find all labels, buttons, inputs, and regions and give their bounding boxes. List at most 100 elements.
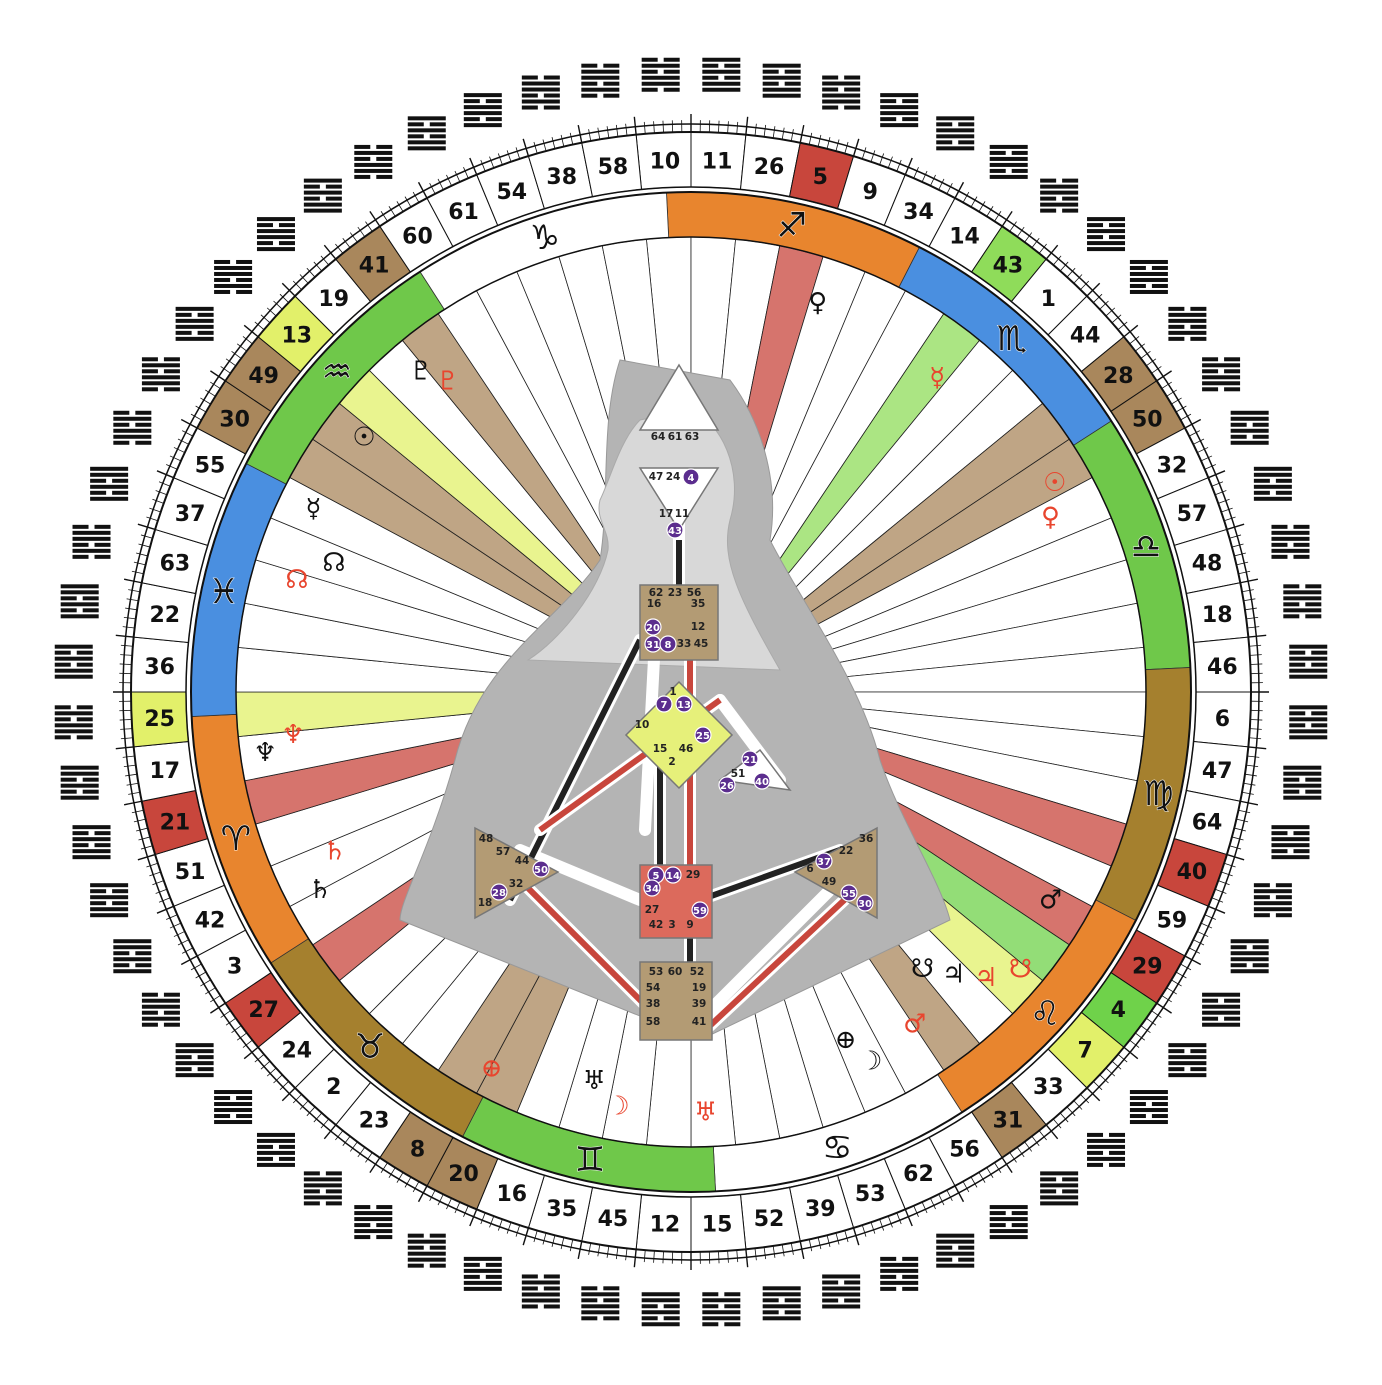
hexagram-52: [762, 1286, 801, 1321]
hexagram-41: [303, 178, 342, 213]
gate-number-33: 33: [1033, 1075, 1064, 1100]
gate-number-41: 41: [359, 254, 390, 279]
head-center: [638, 363, 720, 431]
planet-glyph-14: ♅: [583, 1066, 606, 1096]
planet-glyphs: ♀☿☉♀♂☋♃♃☋♂☽⊕♅☽♅⊕♄♄♆♆☊☊☿☉♇♇: [254, 288, 1067, 1128]
hexagram-44: [1129, 259, 1168, 294]
gate-number-48: 48: [1192, 552, 1223, 577]
planet-glyph-16: ♄: [309, 875, 332, 905]
hexagram-5: [822, 75, 861, 110]
center-gate-16: 16: [647, 598, 662, 610]
gate-number-1: 1: [1041, 287, 1056, 312]
zodiac-sign-1: ♏: [997, 319, 1027, 359]
hexagram-2: [256, 1132, 295, 1167]
center-gate-5: 5: [653, 871, 660, 882]
zodiac-sign-6: ♊: [575, 1140, 605, 1180]
planet-glyph-18: ♆: [254, 738, 277, 768]
zodiac-sign-5: ♋: [822, 1128, 852, 1168]
center-gate-45: 45: [694, 638, 709, 650]
activated-gate-marker: [753, 772, 771, 790]
zodiac-sign-4: ♌: [1030, 994, 1060, 1034]
hexagram-33: [1087, 1132, 1126, 1167]
center-gate-57: 57: [496, 846, 511, 858]
gate-number-17: 17: [149, 759, 180, 784]
planet-glyph-6: ♃: [974, 963, 997, 993]
activated-gate-marker: [666, 521, 684, 539]
center-gate-52: 52: [690, 966, 705, 978]
hexagram-18: [1283, 584, 1322, 619]
hexagram-43: [1040, 178, 1079, 213]
center-gate-48: 48: [479, 833, 494, 845]
hexagram-26: [762, 63, 801, 98]
gate-number-2: 2: [326, 1075, 341, 1100]
hexagram-14: [989, 144, 1028, 179]
hexagram-31: [1040, 1171, 1079, 1206]
hexagram-45: [581, 1286, 620, 1321]
gate-number-52: 52: [754, 1207, 785, 1232]
center-gate-15: 15: [653, 743, 668, 755]
activated-gate-marker: [815, 852, 833, 870]
hexagram-29: [1202, 992, 1241, 1027]
zodiac-sign-0: ♐: [777, 206, 807, 246]
activated-gate-marker: [682, 468, 700, 486]
gate-number-12: 12: [650, 1212, 681, 1237]
center-gate-44: 44: [515, 855, 530, 867]
center-gate-13: 13: [677, 700, 691, 711]
center-gate-30: 30: [858, 899, 872, 910]
gate-number-50: 50: [1132, 407, 1163, 432]
gate-number-32: 32: [1157, 454, 1188, 479]
gate-number-56: 56: [949, 1137, 980, 1162]
gate-number-30: 30: [219, 407, 250, 432]
center-gate-55: 55: [842, 889, 856, 900]
gate-number-64: 64: [1192, 810, 1223, 835]
gate-number-40: 40: [1177, 860, 1208, 885]
center-gate-43: 43: [668, 526, 682, 537]
center-gate-46: 46: [679, 743, 694, 755]
gate-number-34: 34: [903, 200, 934, 225]
gate-number-31: 31: [993, 1108, 1024, 1133]
gate-number-21: 21: [160, 810, 191, 835]
hexagram-57: [1253, 466, 1292, 501]
center-gate-17: 17: [659, 508, 674, 520]
planet-glyph-11: ⊕: [835, 1025, 857, 1055]
activated-gate-marker: [718, 776, 736, 794]
activated-gate-marker: [675, 695, 693, 713]
center-gate-37: 37: [817, 857, 831, 868]
planet-glyph-22: ☿: [306, 494, 322, 524]
center-gate-6: 6: [806, 863, 813, 875]
activated-gate-marker: [664, 866, 682, 884]
planet-glyph-10: ☽: [859, 1047, 882, 1077]
hexagram-4: [1168, 1043, 1207, 1078]
hexagram-12: [641, 1292, 680, 1327]
center-gate-41: 41: [692, 1016, 707, 1028]
gate-number-47: 47: [1202, 759, 1233, 784]
gate-number-20: 20: [448, 1162, 479, 1187]
hexagram-48: [1271, 524, 1310, 559]
zodiac-sign-9: ♓: [209, 572, 239, 612]
center-gate-63: 63: [685, 431, 700, 443]
hexagram-27: [175, 1043, 214, 1078]
gate-number-26: 26: [754, 155, 785, 180]
center-gate-21: 21: [743, 755, 757, 766]
gate-number-25: 25: [144, 707, 175, 732]
center-gate-49: 49: [822, 876, 837, 888]
activated-gate-marker: [490, 883, 508, 901]
center-gate-29: 29: [686, 869, 701, 881]
hexagram-22: [60, 584, 99, 619]
planet-glyph-9: ♂: [903, 1010, 926, 1040]
center-gate-25: 25: [696, 731, 710, 742]
center-gate-3: 3: [668, 919, 675, 931]
center-gate-35: 35: [691, 598, 706, 610]
planet-glyph-23: ☉: [352, 423, 375, 453]
center-gate-58: 58: [646, 1016, 661, 1028]
center-gate-54: 54: [646, 982, 661, 994]
center-gate-27: 27: [645, 904, 660, 916]
gate-number-15: 15: [702, 1212, 733, 1237]
hexagram-ring: [54, 57, 1328, 1327]
hexagram-17: [60, 765, 99, 800]
gate-number-55: 55: [195, 454, 226, 479]
gate-number-27: 27: [248, 998, 279, 1023]
hexagram-21: [72, 825, 111, 860]
activated-gate-marker: [644, 618, 662, 636]
